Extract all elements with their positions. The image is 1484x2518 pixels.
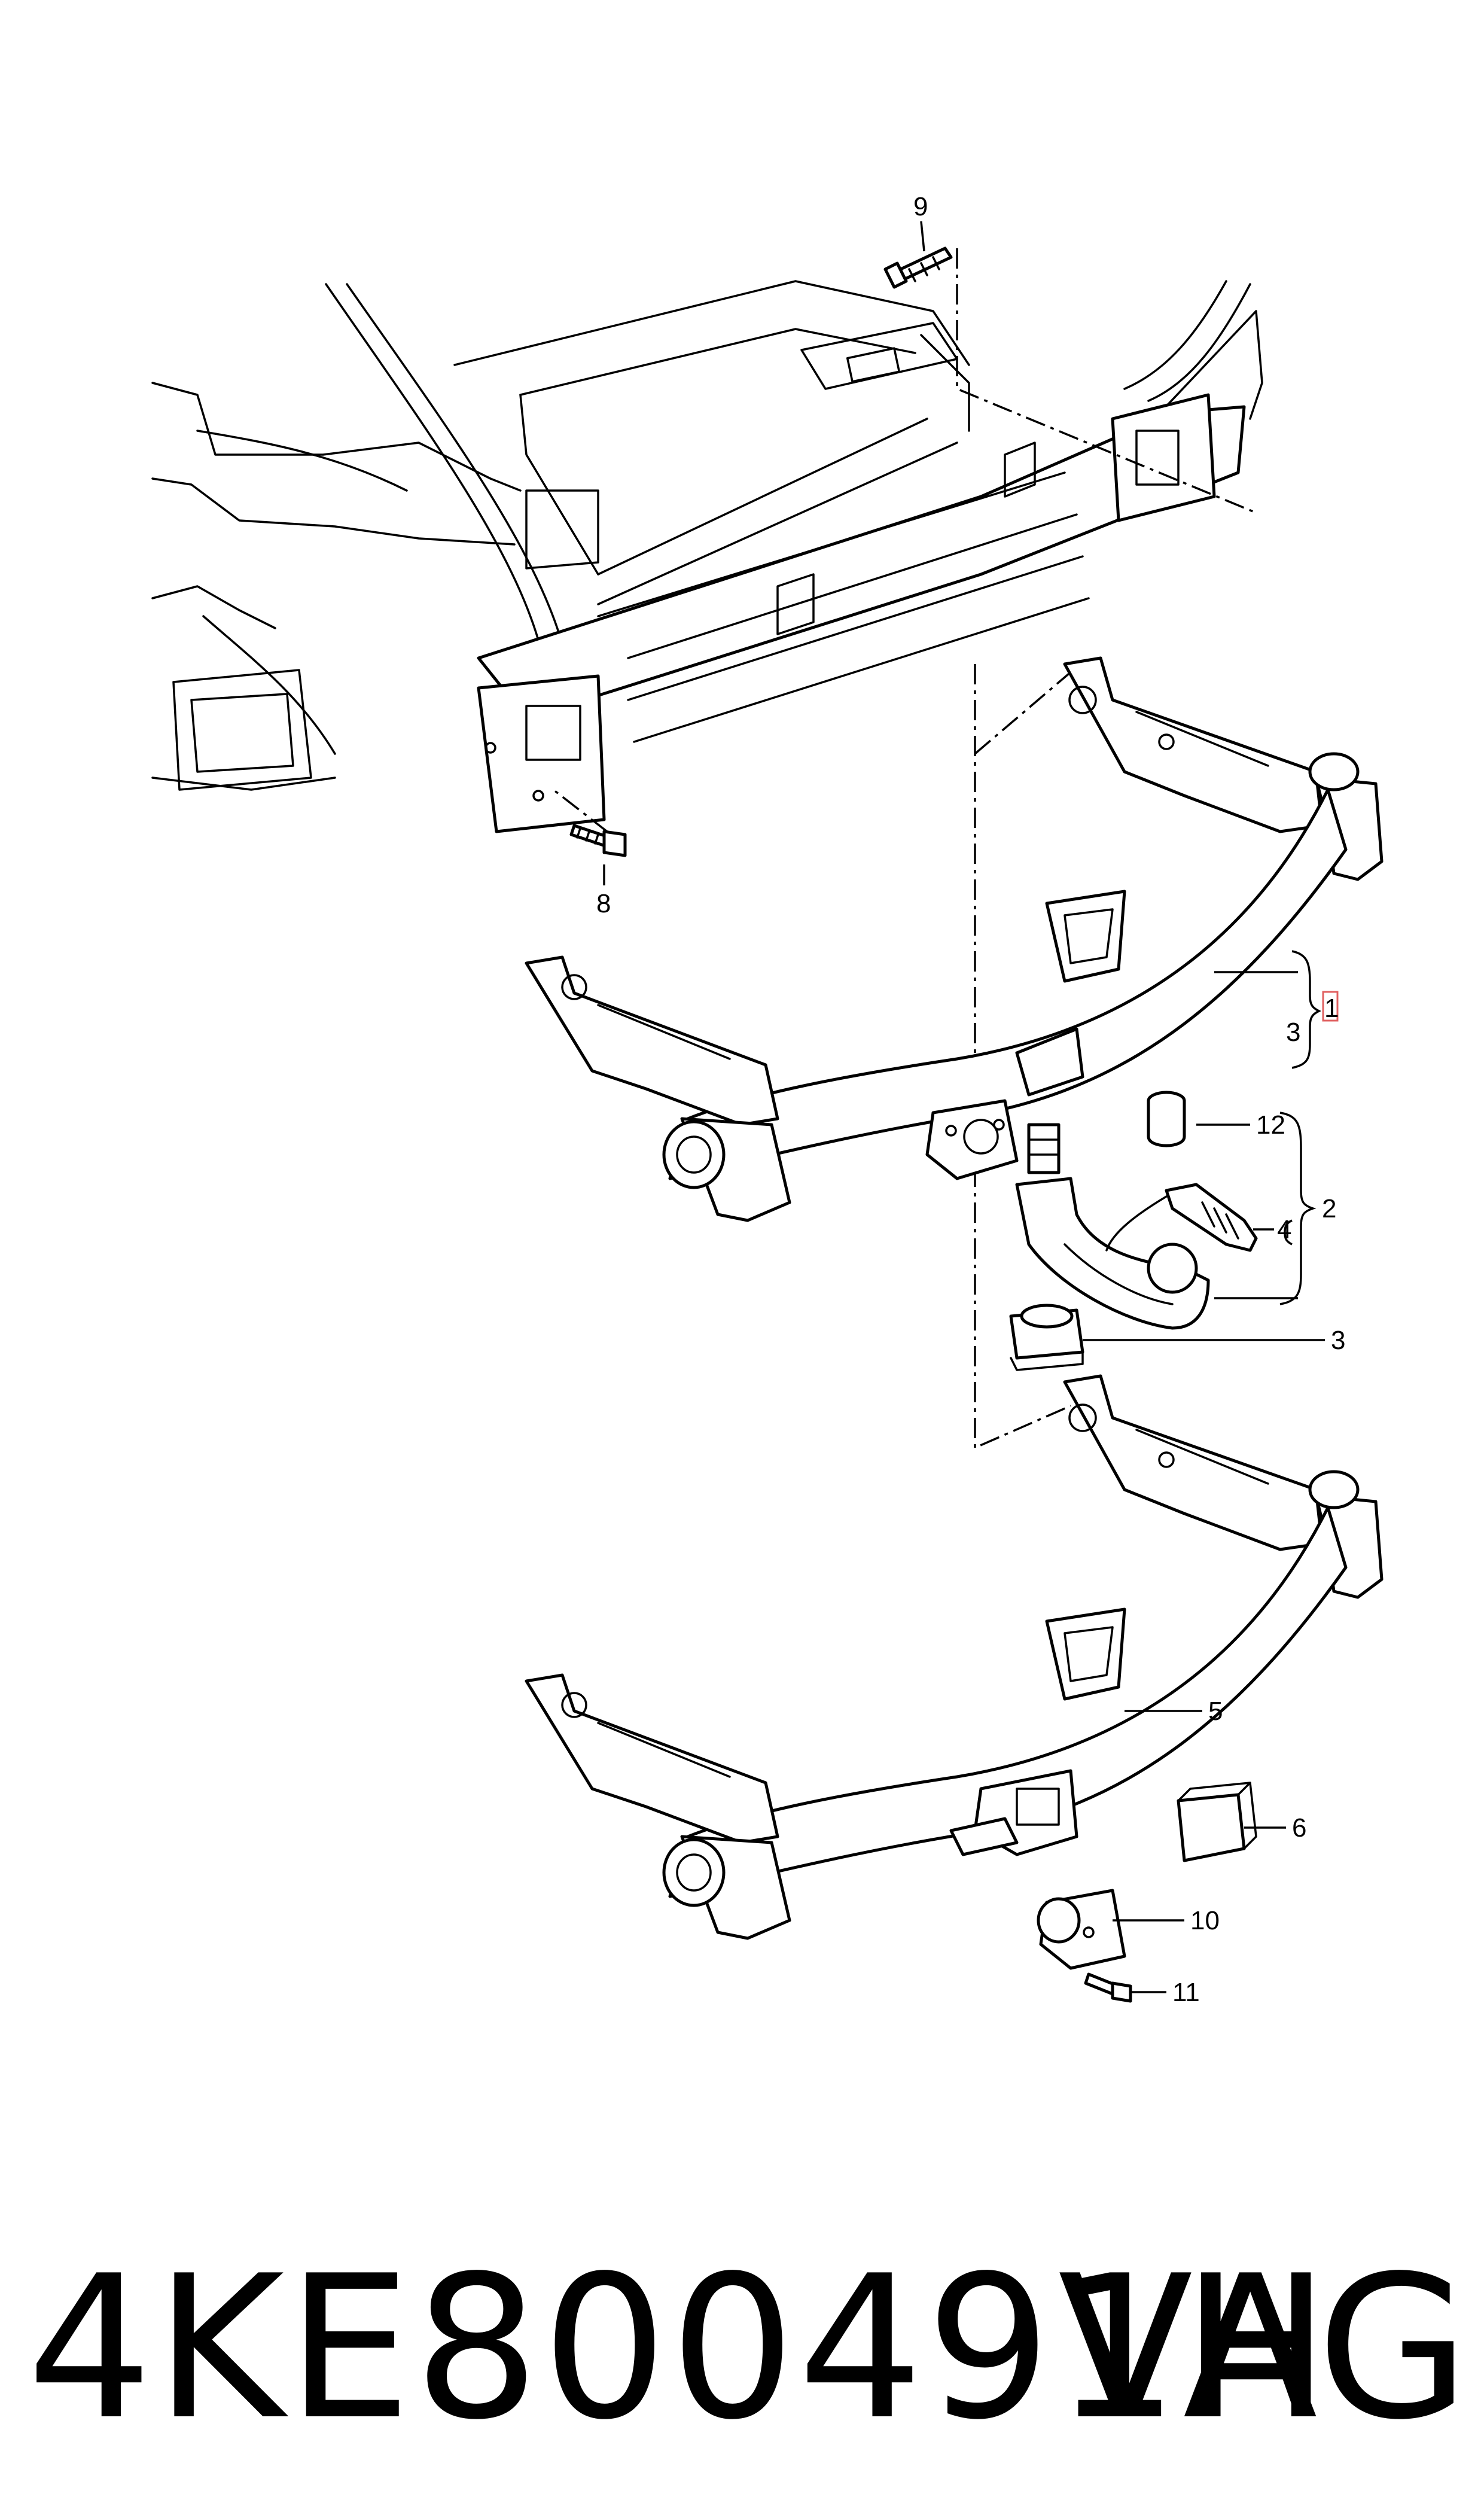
bolt-part-8 <box>569 824 627 857</box>
towbar-assembly-upper <box>525 656 1384 1222</box>
callout-1: 1 <box>1324 994 1339 1023</box>
socket-part-3 <box>1009 1304 1084 1371</box>
bolt-part-11 <box>1084 1972 1132 2003</box>
callout-10: 10 <box>1190 1906 1220 1935</box>
alignment-lines <box>552 248 1254 1450</box>
callout-8: 8 <box>596 889 611 918</box>
towbar-crossbeam-part-5 <box>525 1374 1384 1940</box>
vehicle-rear-body <box>151 280 1263 833</box>
callout-6: 6 <box>1292 1813 1306 1843</box>
lock-lever-part-4 <box>1105 1183 1258 1252</box>
ball-neck-part-2 <box>1015 1123 1210 1330</box>
footer: 4KE800491H VAG <box>0 2249 1484 2447</box>
bracket-part-10 <box>1037 1889 1126 1970</box>
callout-2: 2 <box>1322 1194 1336 1223</box>
part-number: 4KE800491H <box>27 2233 1333 2463</box>
brand-label: VAG <box>1058 2233 1472 2463</box>
callout-4: 4 <box>1277 1215 1291 1244</box>
rubber-cap-part-12 <box>1147 1091 1186 1147</box>
callout-12: 12 <box>1256 1110 1285 1140</box>
cover-cap-part-6 <box>1177 1782 1257 1862</box>
callout-1-highlight <box>1322 991 1339 1022</box>
callout-9: 9 <box>913 192 928 221</box>
callout-labels: 9 8 1 3 12 2 4 3 5 6 10 11 <box>596 192 1345 2007</box>
leader-lines <box>603 221 1325 1993</box>
callout-3-lower: 3 <box>1331 1326 1345 1355</box>
bolt-part-9 <box>883 246 953 289</box>
callout-3-upper: 3 <box>1286 1018 1300 1047</box>
callout-11: 11 <box>1172 1978 1200 2007</box>
exploded-parts-diagram: 9 8 1 3 12 2 4 3 5 6 10 11 <box>151 192 1384 2007</box>
callout-5: 5 <box>1208 1697 1223 1726</box>
